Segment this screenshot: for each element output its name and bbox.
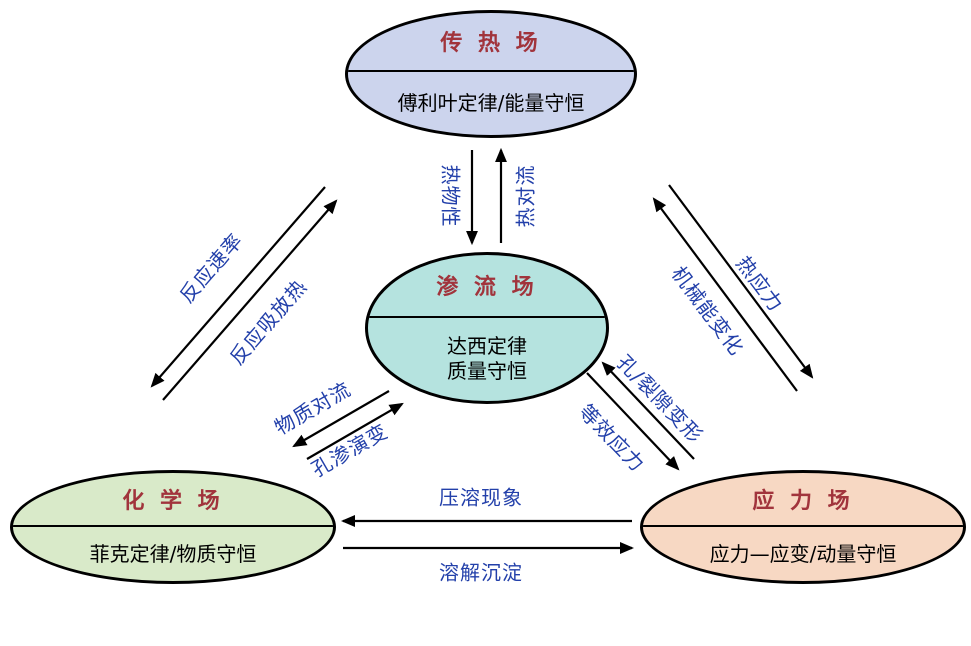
arrow-heat-to-chemical [150,186,326,388]
arrow-chemical-to-seepage [306,402,404,460]
edge-label-dissolution-precipitation: 溶解沉淀 [439,560,523,585]
node-chemical-field: 化 学 场 菲克定律/物质守恒 [10,470,336,584]
edge-label-thermal-property: 热物性 [438,164,463,228]
heat-field-title: 传 热 场 [348,13,634,72]
seepage-field-law-1: 达西定律 [447,334,527,359]
chemical-field-law: 菲克定律/物质守恒 [89,541,257,566]
edge-label-pressure-solution: 压溶现象 [439,485,523,510]
node-heat-field: 传 热 场 傅利叶定律/能量守恒 [345,10,637,138]
arrow-stress-to-seepage [601,361,695,460]
arrow-stress-to-heat [652,197,798,392]
arrow-seepage-to-chemical [292,390,390,448]
heat-field-law: 傅利叶定律/能量守恒 [397,90,585,115]
edge-label-thermal-convection: 热对流 [513,164,538,228]
node-stress-field: 应 力 场 应力—应变/动量守恒 [640,470,966,584]
arrow-heat-to-stress [668,184,814,379]
arrow-seepage-to-stress [586,372,680,471]
seepage-field-law-2: 质量守恒 [447,359,527,384]
seepage-field-title: 渗 流 场 [368,255,606,318]
chemical-field-title: 化 学 场 [13,473,333,527]
node-seepage-field: 渗 流 场 达西定律 质量守恒 [365,252,609,404]
arrow-chemical-to-heat [162,199,338,401]
stress-field-law: 应力—应变/动量守恒 [709,541,897,566]
stress-field-title: 应 力 场 [643,473,963,527]
